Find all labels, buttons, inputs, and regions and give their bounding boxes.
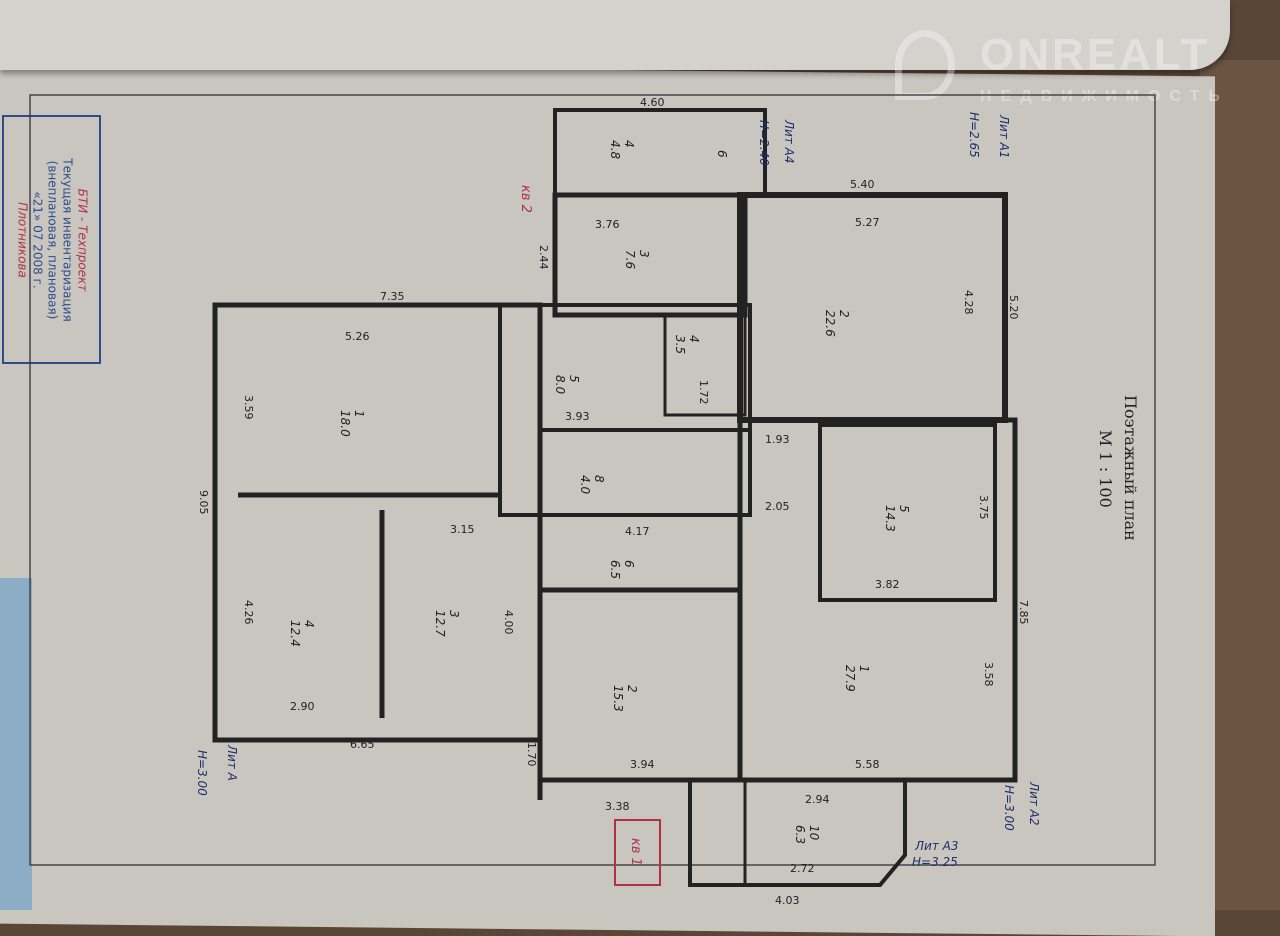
lit-a4-height: H=2.40 [757,120,771,166]
dimension: 5.20 [1007,295,1020,320]
inventory-stamp: БТИ - Техпроект Текущая инвентаризация (… [2,115,101,364]
dimension: 1.93 [765,433,790,446]
dimension: 2.90 [290,700,315,713]
dimension: 3.93 [565,410,590,423]
dimension: 3.58 [982,662,995,687]
wall-lit-a [212,302,543,743]
dimension: 1.70 [525,742,538,767]
room-label: 43.5 [673,335,701,354]
room-label: 215.3 [611,685,639,712]
dimension: 5.26 [345,330,370,343]
wall-lit-a4 [553,108,767,197]
lit-a2-label: Лит А2 [1027,781,1041,825]
dimension: 3.94 [630,758,655,771]
room-label: 222.6 [823,310,851,337]
dimension: 2.94 [805,793,830,806]
blue-document-edge [0,578,32,910]
dimension: 3.75 [977,495,990,520]
dimension: 3.15 [450,523,475,536]
dimension: 4.17 [625,525,650,538]
dimension: 3.59 [242,395,255,420]
wall-lit-a2 [737,417,1018,783]
floor-plan: 118.0 412.4 312.7 58.0 84.0 66.5 215.3 2… [29,94,1156,907]
lit-a1-label: Лит А1 [997,114,1011,158]
lit-a4-label: Лит А4 [782,119,796,163]
dimension: 2.44 [537,245,550,270]
room-label: 312.7 [433,610,461,637]
dimension: 1.72 [697,380,710,405]
wall-room-2 [537,587,743,783]
watermark-logo-icon [895,30,955,100]
dimension: 4.60 [640,96,665,109]
dimension: 2.05 [765,500,790,513]
room-label: 118.0 [338,410,366,437]
room-label: 58.0 [553,375,581,394]
room-label: 106.3 [793,825,821,844]
dimension: 3.38 [605,800,630,813]
room-label: 84.0 [578,475,606,494]
plan-scale: М 1 : 100 [1096,430,1115,508]
apartment-2-label: кв 2 [518,185,533,213]
plan-frame [29,94,1156,866]
dimension: 4.03 [775,894,800,907]
room-label: 6 [715,150,729,158]
apartment-1-label: кв 1 [628,838,643,866]
lit-a-height: H=3.00 [195,750,209,796]
dimension: 3.76 [595,218,620,231]
dimension: 5.40 [850,178,875,191]
room-label: 127.9 [843,665,871,692]
lit-a-label: Лит А [225,744,239,781]
room-label: 412.4 [288,620,316,647]
dimension: 4.28 [962,290,975,315]
dimension: 7.85 [1017,600,1030,625]
watermark-brand: ONREALT [980,30,1211,79]
dimension: 9.05 [197,490,210,515]
room-label: 66.5 [608,560,636,579]
lit-a3-height: H=3.25 [912,855,958,869]
plan-title: Поэтажный план [1121,395,1140,541]
room-label: 514.3 [883,505,911,532]
lit-a1-height: H=2.65 [967,112,981,158]
wall-lit-a3 [688,780,907,887]
dimension: 3.82 [875,578,900,591]
dimension: 4.00 [502,610,515,635]
room-label: 44.8 [608,140,636,159]
folded-page [0,0,1230,70]
watermark-subtitle: НЕДВИЖИМОСТЬ [980,88,1229,105]
dimension: 2.72 [790,862,815,875]
dimension: 4.26 [242,600,255,625]
dimension: 6.65 [350,738,375,751]
lit-a2-height: H=3.00 [1002,785,1016,831]
dimension: 5.58 [855,758,880,771]
dimension: 7.35 [380,290,405,303]
room-label: 37.6 [623,250,651,269]
lit-a3-label: Лит А3 [914,839,958,853]
dimension: 5.27 [855,216,880,229]
